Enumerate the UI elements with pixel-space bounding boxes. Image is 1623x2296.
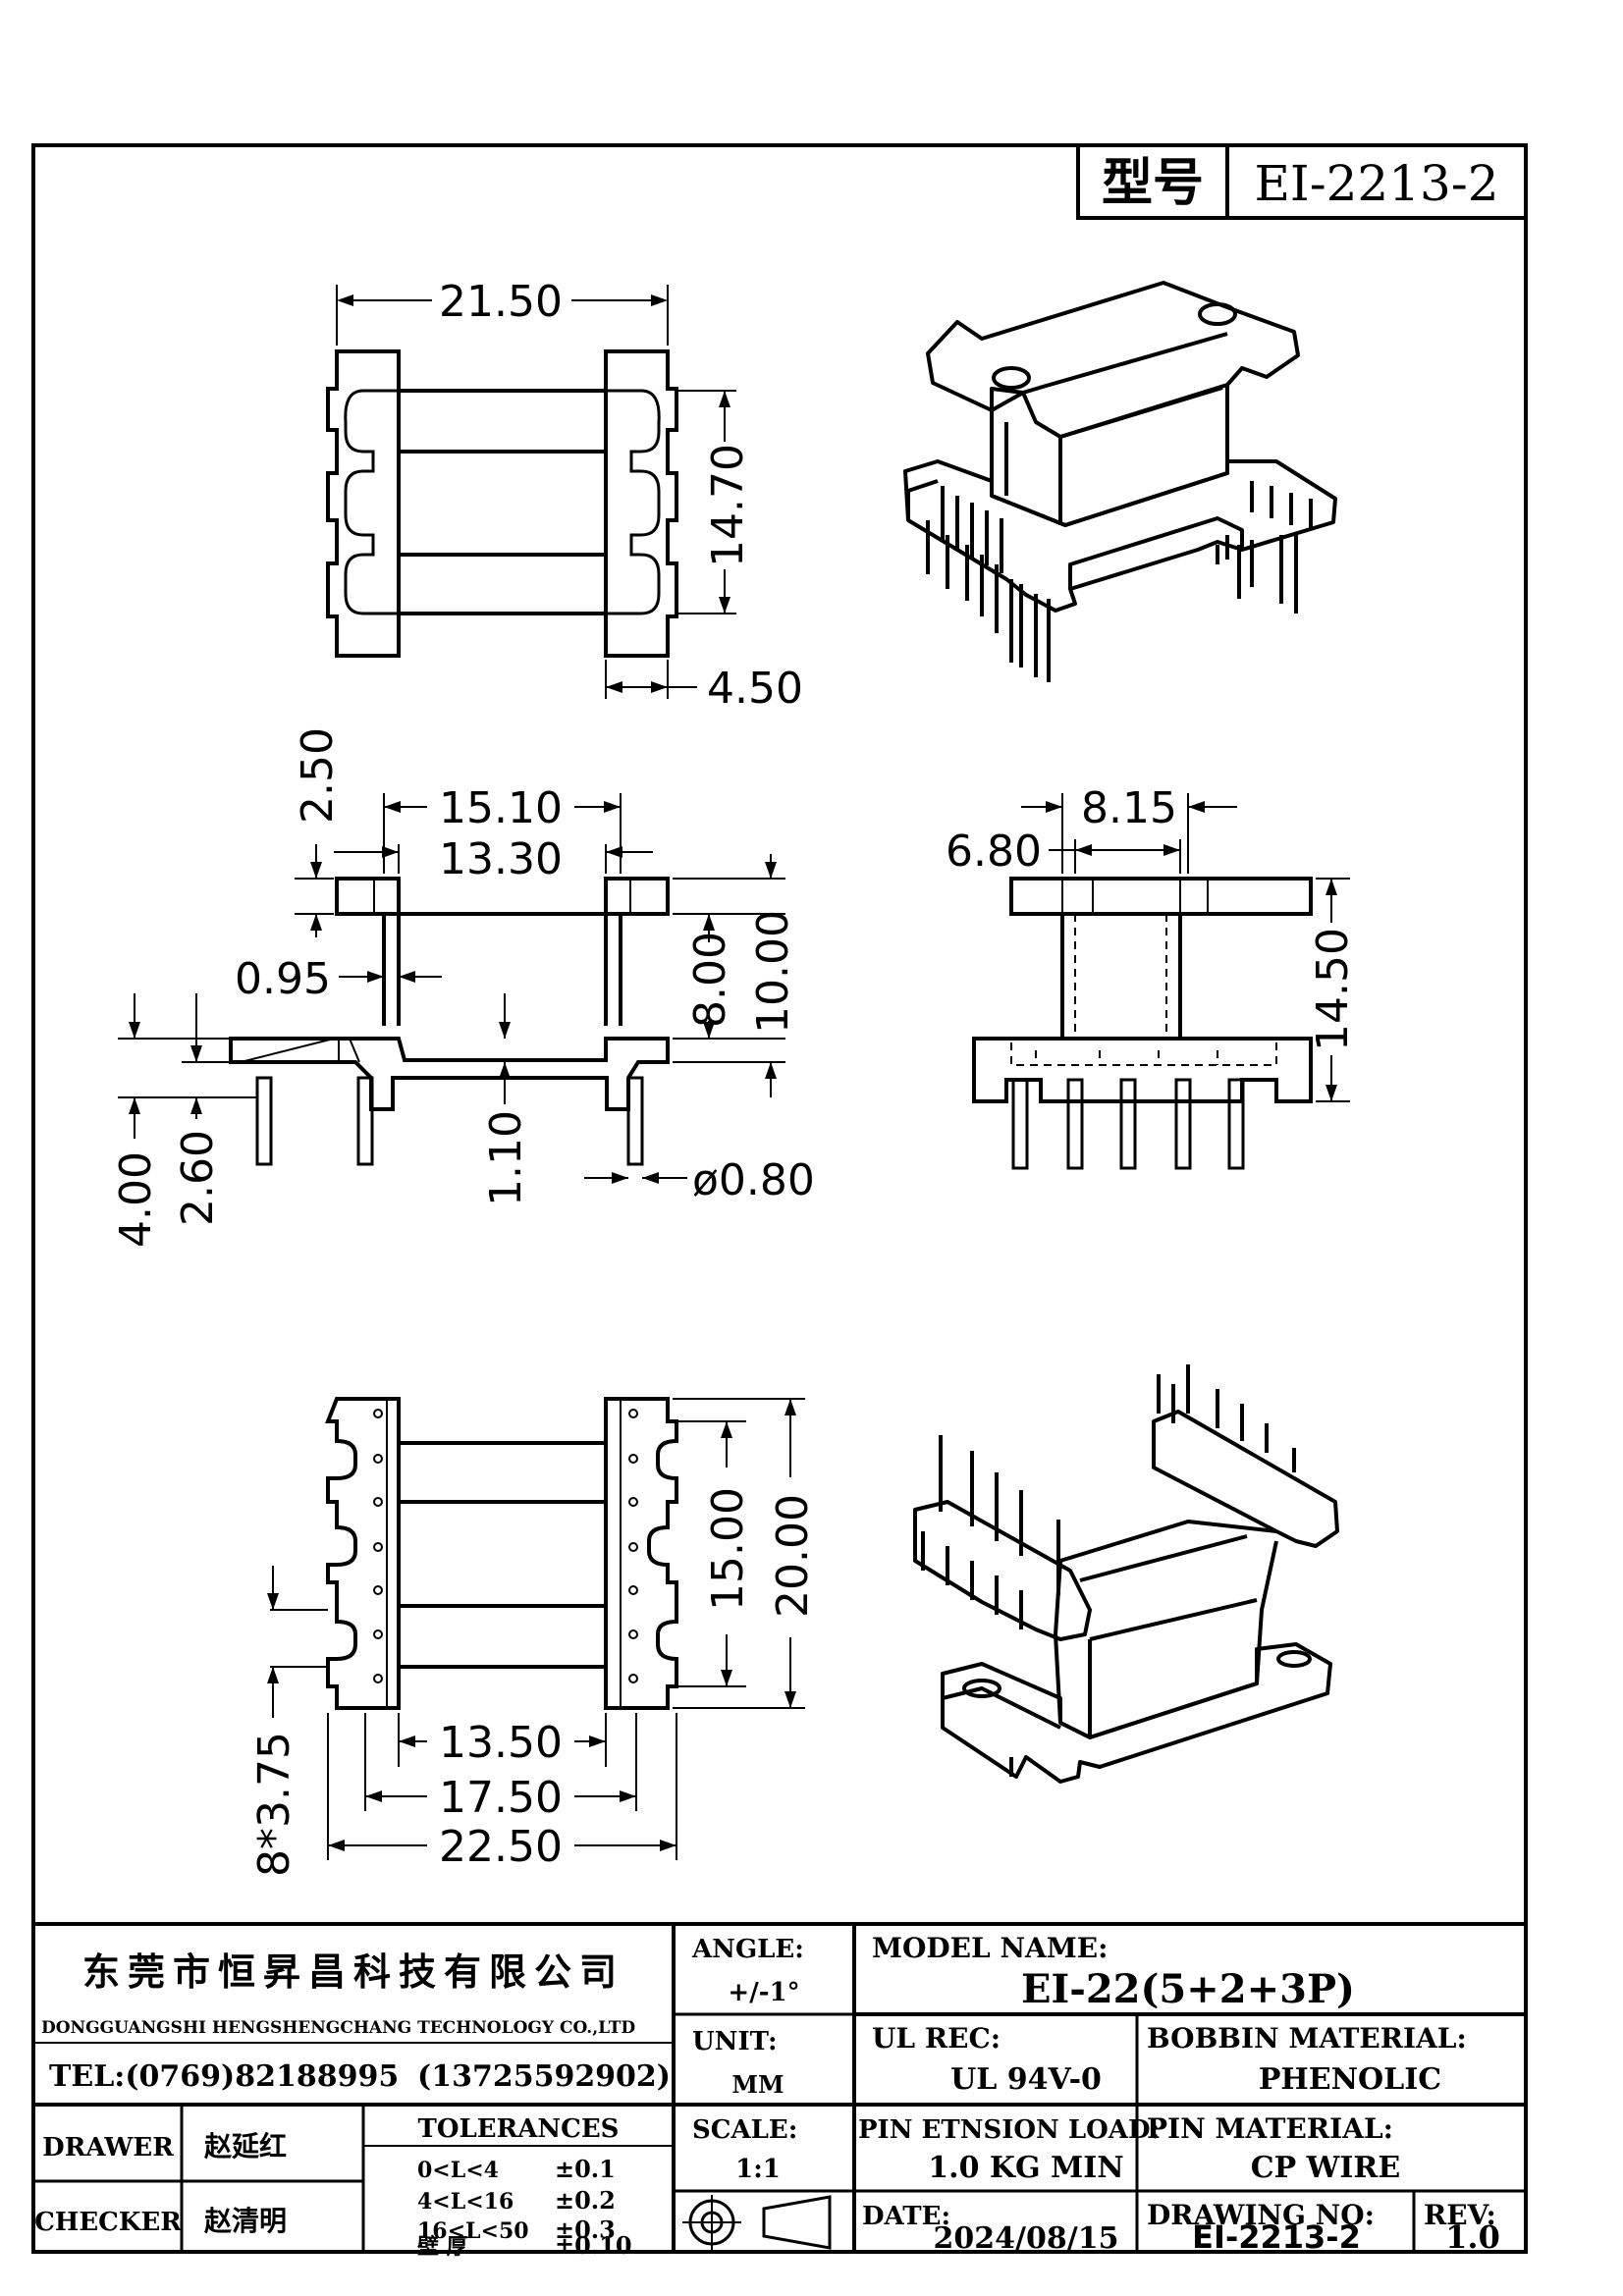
- tolerance-range-2: 16<L<50: [417, 2218, 529, 2244]
- drawer-name: 赵延红: [203, 2130, 287, 2163]
- model-name-value: EI-22(5+2+3P): [1021, 1966, 1355, 2012]
- tolerance-value-3: ±0.10: [555, 2231, 632, 2260]
- model-box-label: 型号: [1102, 153, 1204, 213]
- drawing-no-label: DRAWING NO:: [1147, 2199, 1375, 2231]
- pin-load-label: PIN ETNSION LOAD:: [858, 2115, 1160, 2145]
- iso-view-top: [903, 281, 1337, 682]
- dim-bottom-w2: 17.50: [439, 1773, 563, 1823]
- dim-side-b: 6.80: [946, 827, 1042, 877]
- dim-front-h1: 8.00: [685, 932, 735, 1028]
- date-value: 2024/08/15: [934, 2221, 1119, 2256]
- company-mobile: (13725592902): [417, 2059, 671, 2094]
- front-view: 15.10 13.30 2.50 0.95 8.00: [111, 727, 815, 1248]
- ul-value: UL 94V-0: [950, 2062, 1102, 2097]
- tolerance-range-0: 0<L<4: [417, 2158, 499, 2183]
- ul-label: UL REC:: [872, 2022, 1001, 2055]
- tolerance-value-2: ±0.3: [555, 2216, 616, 2244]
- rev-value: 1.0: [1445, 2218, 1500, 2256]
- tolerance-value-1: ±0.2: [555, 2186, 616, 2215]
- dim-front-a: 2.50: [293, 727, 343, 824]
- checker-label: CHECKER: [34, 2208, 182, 2237]
- title-block: 东莞市恒昇昌科技有限公司 DONGGUANGSHI HENGSHENGCHANG…: [33, 1922, 1526, 2260]
- dim-front-base: 1.10: [481, 1110, 531, 1206]
- angle-label: ANGLE:: [691, 1935, 804, 1964]
- tolerance-range-3: 壁 厚: [417, 2234, 468, 2260]
- drawer-label: DRAWER: [42, 2133, 174, 2163]
- bobbin-label: BOBBIN MATERIAL:: [1147, 2022, 1467, 2055]
- dim-front-h2: 10.00: [748, 910, 798, 1034]
- dim-bottom-w1: 13.50: [439, 1718, 563, 1768]
- dim-bottom-pitch: 8*3.75: [249, 1732, 299, 1877]
- company-tel: TEL:(0769)82188995: [49, 2059, 399, 2094]
- bobbin-value: PHENOLIC: [1259, 2062, 1441, 2097]
- company-name-cn: 东莞市恒昇昌科技有限公司: [82, 1949, 624, 1994]
- dim-front-pin-h2: 2.60: [173, 1130, 223, 1226]
- unit-label: UNIT:: [692, 2027, 778, 2056]
- dim-side-a: 8.15: [1081, 783, 1177, 833]
- date-label: DATE:: [862, 2202, 950, 2231]
- dim-front-wall: 0.95: [235, 954, 331, 1004]
- scale-value: 1:1: [735, 2155, 781, 2184]
- top-view: 21.50 14.70 4.50: [326, 277, 803, 714]
- drawing-no-value: EI-2213-2: [1192, 2218, 1361, 2256]
- model-name-label: MODEL NAME:: [872, 1932, 1108, 1964]
- pin-mat-label: PIN MATERIAL:: [1147, 2112, 1393, 2145]
- dim-bottom-w3: 22.50: [439, 1822, 563, 1872]
- dim-front-pin-h1: 4.00: [111, 1151, 161, 1248]
- dim-front-inner: 13.30: [439, 834, 563, 884]
- pin-load-value: 1.0 KG MIN: [928, 2151, 1123, 2185]
- dim-bottom-h1: 15.00: [703, 1487, 753, 1611]
- scale-label: SCALE:: [692, 2115, 797, 2145]
- model-box-value: EI-2213-2: [1254, 155, 1498, 212]
- rev-label: REV:: [1424, 2199, 1496, 2231]
- checker-name: 赵清明: [203, 2205, 287, 2237]
- side-view: 8.15 6.80 14.50: [946, 783, 1358, 1170]
- dim-top-height: 14.70: [703, 444, 753, 567]
- dim-top-flange: 4.50: [707, 664, 803, 714]
- iso-view-bottom: [913, 1364, 1339, 1784]
- projection-symbol-icon: [682, 2195, 832, 2250]
- pin-mat-value: CP WIRE: [1251, 2151, 1400, 2185]
- model-box: 型号 EI-2213-2: [1076, 145, 1526, 220]
- tolerance-value-0: ±0.1: [555, 2155, 616, 2183]
- dim-bottom-h2: 20.00: [768, 1494, 818, 1618]
- unit-value: MM: [731, 2070, 784, 2099]
- bottom-view: 15.00 20.00 8*3.75 13.50 17.50: [249, 1397, 818, 1877]
- dim-front-pin-dia: ø0.80: [692, 1155, 815, 1205]
- dim-top-width: 21.50: [439, 277, 563, 327]
- tolerance-range-1: 4<L<16: [417, 2189, 514, 2215]
- angle-value: +/-1°: [728, 1978, 799, 2007]
- company-name-en: DONGGUANGSHI HENGSHENGCHANG TECHNOLOGY C…: [41, 2018, 635, 2038]
- sheet-frame: [31, 143, 1528, 2254]
- tolerances-label: TOLERANCES: [418, 2114, 620, 2144]
- dim-front-outer: 15.10: [439, 783, 563, 833]
- dim-side-h: 14.50: [1308, 928, 1358, 1051]
